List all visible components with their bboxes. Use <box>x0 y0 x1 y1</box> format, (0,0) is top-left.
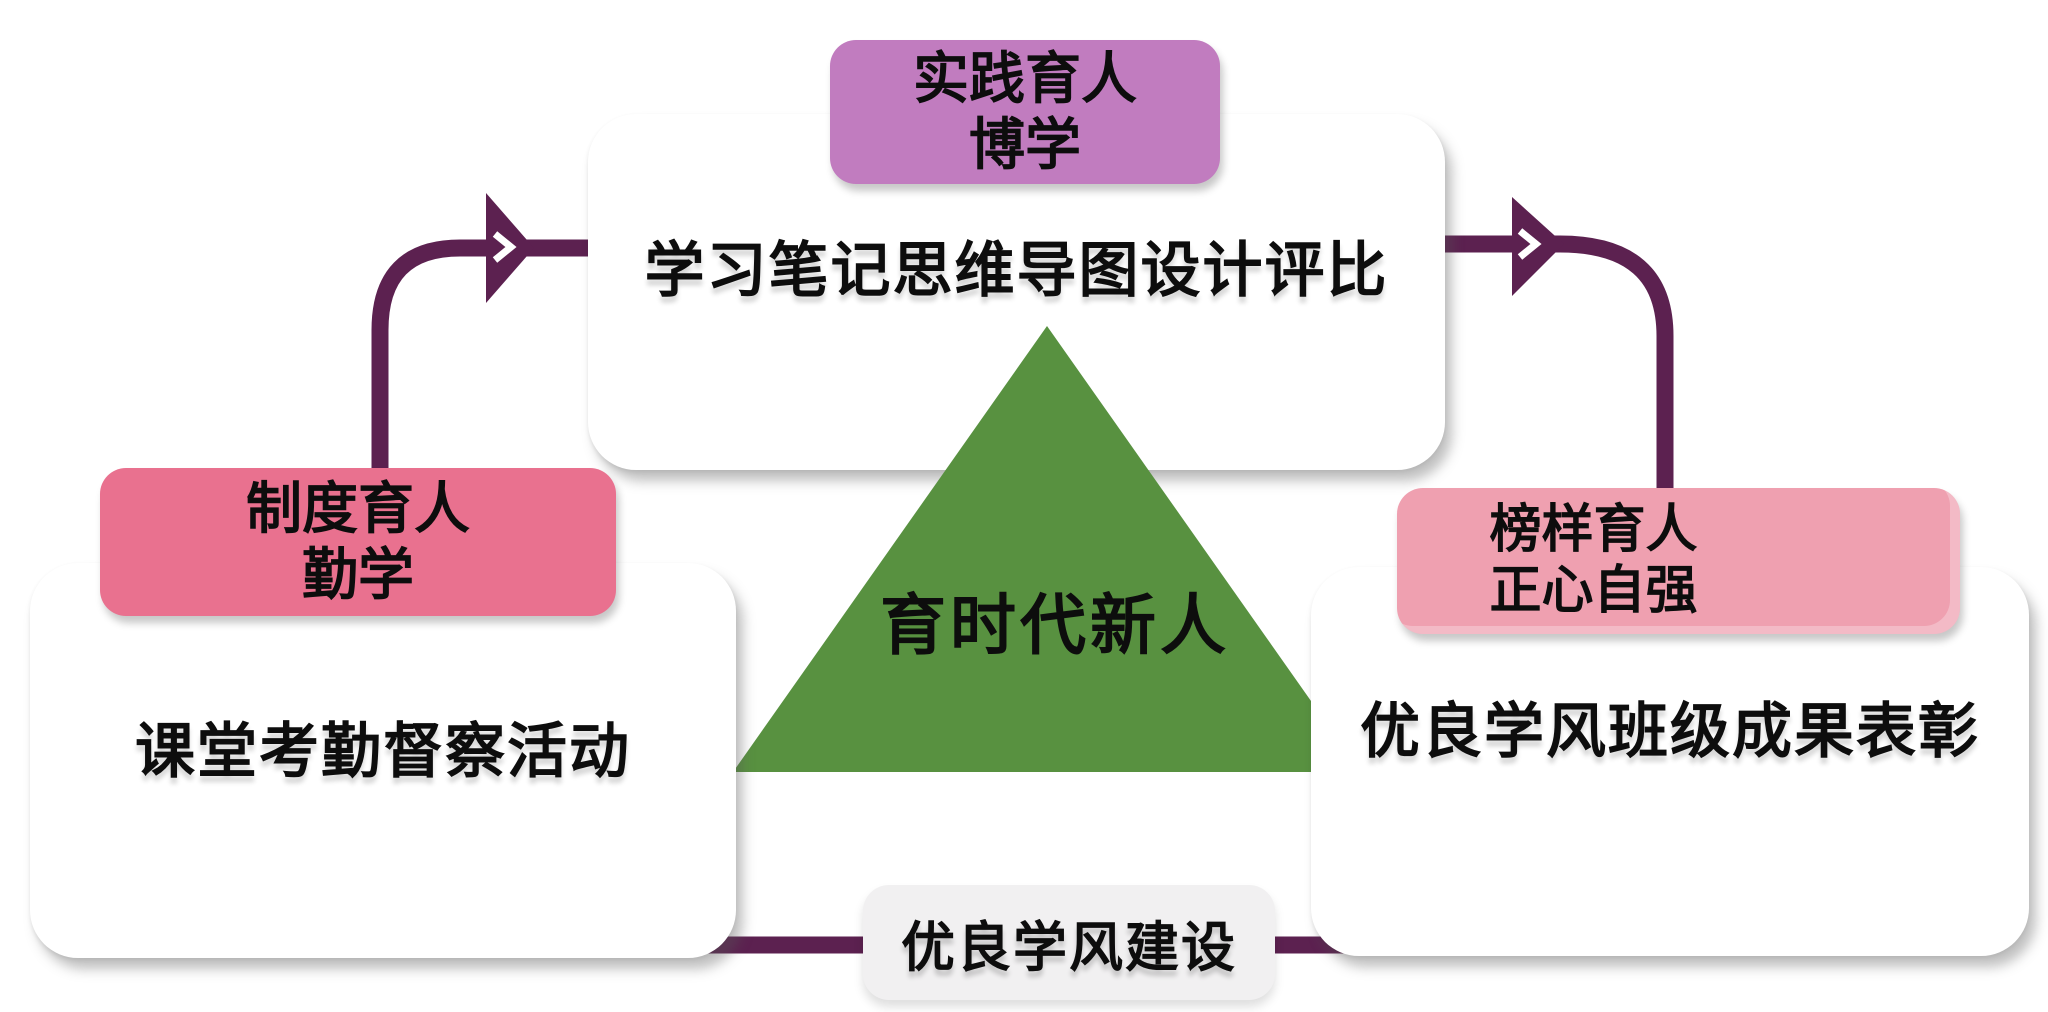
chevron-right-icon <box>1517 228 1542 260</box>
top-badge-line1: 实践育人 <box>913 46 1137 110</box>
arrowhead-right-icon <box>1512 197 1564 296</box>
right-badge: 榜样育人 正心自强 <box>1397 488 1960 634</box>
triangle-label: 育时代新人 <box>880 588 1230 662</box>
top-badge-line2: 博学 <box>969 113 1081 176</box>
top-badge: 实践育人 博学 <box>830 40 1220 184</box>
left-card: 课堂考勤督察活动 <box>30 563 736 958</box>
right-badge-line1: 榜样育人 <box>1489 500 1698 559</box>
left-badge-line1: 制度育人 <box>246 476 470 540</box>
right-card-text: 优良学风班级成果表彰 <box>1360 698 1980 765</box>
top-card-text: 学习笔记思维导图设计评比 <box>644 237 1389 304</box>
right-badge-line2: 正心自强 <box>1489 562 1698 620</box>
chevron-right-icon <box>492 231 517 263</box>
left-badge-line2: 勤学 <box>302 543 414 606</box>
left-card-text: 课堂考勤督察活动 <box>135 718 631 785</box>
bottom-node-label: 优良学风建设 <box>901 918 1237 978</box>
left-badge: 制度育人 勤学 <box>100 468 616 616</box>
bottom-node: 优良学风建设 <box>863 885 1275 1000</box>
arrowhead-right-icon <box>486 193 534 303</box>
